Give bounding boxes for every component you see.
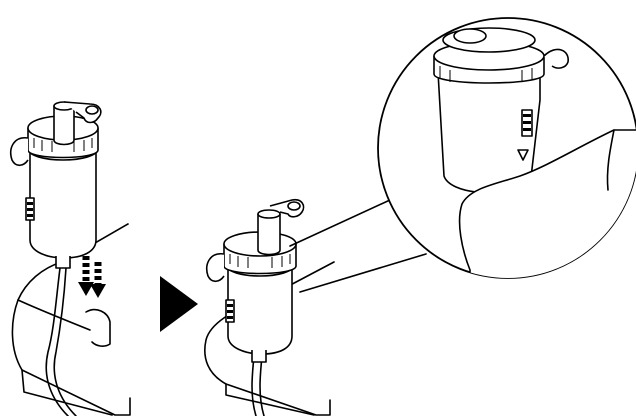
- step2-air-tube: [251, 355, 257, 416]
- step1-holder-slot: [85, 308, 111, 347]
- step1-insert-arrow: [78, 256, 106, 298]
- step2-nebulizer-kit: [206, 198, 305, 363]
- step1-nebulizer-kit: [10, 101, 102, 269]
- step2-panel: [204, 198, 335, 416]
- zoom-leader-lines: [289, 199, 427, 293]
- cup-alignment-mark-icon: [517, 149, 529, 161]
- step1-panel: [10, 101, 131, 416]
- detail-zoom-panel: [377, 17, 636, 279]
- step1-compressor-body: [11, 223, 131, 416]
- next-step-triangle-icon: [160, 276, 198, 332]
- step1-air-tube: [45, 267, 69, 416]
